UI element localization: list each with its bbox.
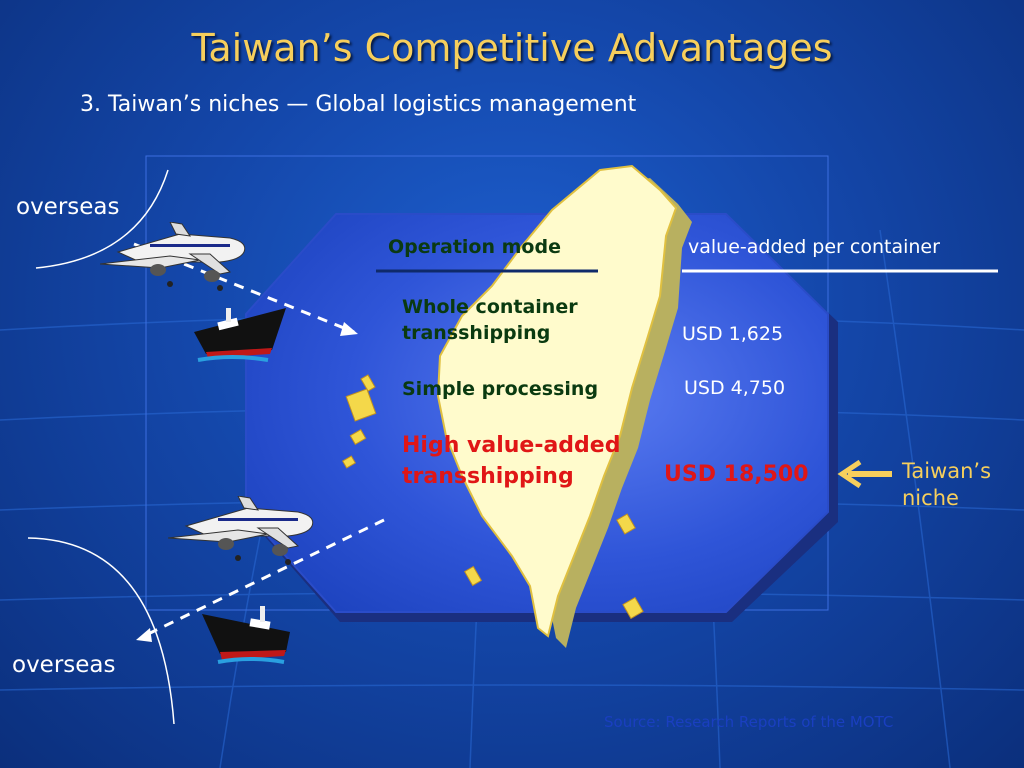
- airplane-icon: [168, 496, 314, 565]
- label-overseas-bottom: overseas: [12, 652, 116, 678]
- page-subtitle: 3. Taiwan’s niches — Global logistics ma…: [80, 92, 637, 117]
- row-value-high-value: USD 18,500: [664, 462, 809, 487]
- row-mode-line: transshipping: [402, 464, 574, 489]
- ship-icon: [194, 308, 286, 362]
- source-note: Source: Research Reports of the MOTC: [604, 713, 894, 731]
- niche-line: Taiwan’s: [902, 459, 992, 483]
- row-mode-line: High value-added: [402, 433, 621, 458]
- airplane-icon: [100, 222, 246, 291]
- row-mode-whole-container: Whole container transshipping: [402, 294, 578, 346]
- row-mode-line: Whole container: [402, 296, 578, 318]
- ship-icon: [202, 606, 290, 664]
- row-value-whole-container: USD 1,625: [682, 323, 784, 345]
- route-outbound: [143, 518, 385, 638]
- header-value-added: value-added per container: [688, 236, 940, 258]
- row-mode-line: transshipping: [402, 322, 551, 344]
- arc-bottom: [27, 537, 175, 725]
- small-islands: [341, 374, 644, 620]
- taiwan-island: [436, 164, 678, 638]
- row-value-simple-processing: USD 4,750: [684, 377, 786, 399]
- row-mode-high-value: High value-added transshipping: [402, 430, 620, 492]
- page-title: Taiwan’s Competitive Advantages: [191, 26, 833, 70]
- header-operation-mode: Operation mode: [388, 236, 561, 258]
- route-inbound-arrowhead: [340, 322, 358, 336]
- arc-top: [35, 169, 169, 269]
- route-outbound-arrowhead: [136, 628, 152, 642]
- label-taiwans-niche: Taiwan’s niche: [902, 458, 991, 512]
- row-mode-simple-processing: Simple processing: [402, 378, 599, 400]
- niche-line: niche: [902, 486, 959, 510]
- arrow-left-icon: [837, 459, 892, 489]
- label-overseas-top: overseas: [16, 194, 120, 220]
